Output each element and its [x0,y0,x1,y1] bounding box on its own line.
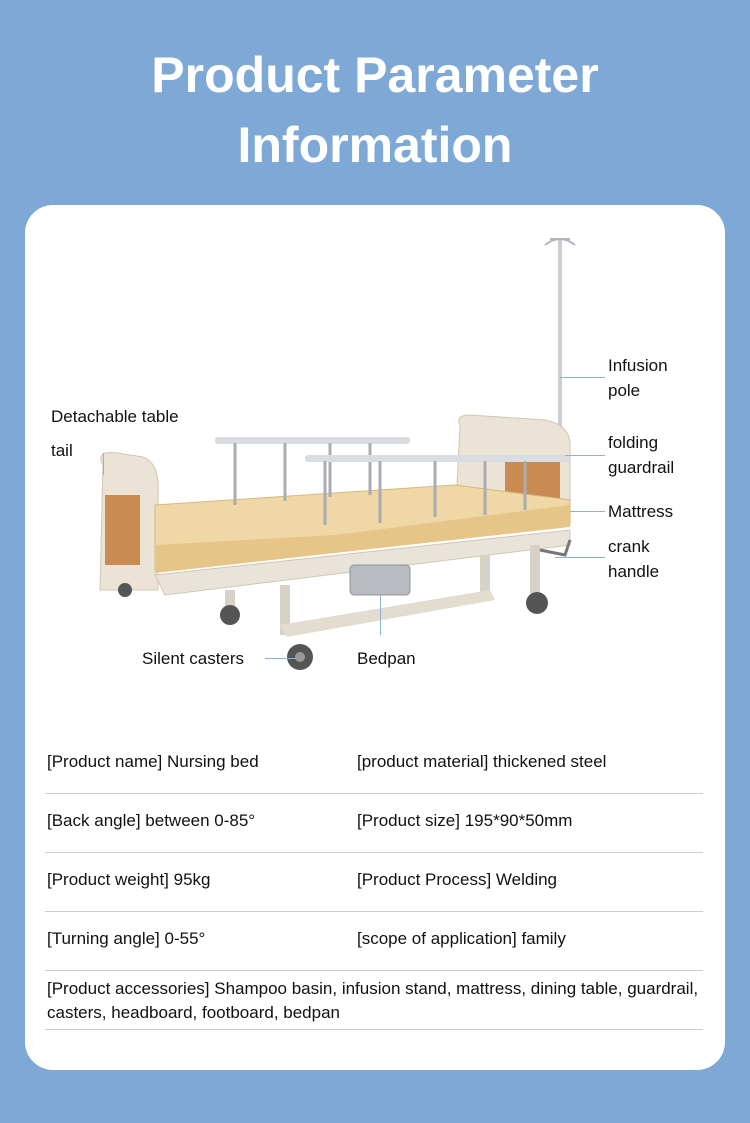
spec-cell: [Product weight] 95kg [47,870,211,889]
page-title: Product Parameter Information [0,40,750,180]
spec-cell: [product material] thickened steel [357,752,607,771]
label-crank-1: crank [608,537,650,556]
spec-cell: [Product name] Nursing bed [47,752,259,771]
label-detachable: Detachable table [51,407,179,426]
spec-table: [Product name] Nursing bed [product mate… [45,735,703,1030]
nursing-bed-illustration [99,238,576,670]
leader-folding [565,455,605,456]
spec-cell: [Turning angle] 0-55° [47,929,206,948]
label-folding-1: folding [608,433,659,452]
label-casters: Silent casters [142,649,245,668]
spec-row: [Turning angle] 0-55° [scope of applicat… [45,912,703,971]
spec-row: [Back angle] between 0-85° [Product size… [45,794,703,853]
spec-cell: [Back angle] between 0-85° [47,811,256,830]
spec-cell: [Product size] 195*90*50mm [357,811,573,830]
spec-row: [Product weight] 95kg [Product Process] … [45,853,703,912]
title-line-2: Information [237,117,513,173]
label-crank-2: handle [608,562,660,581]
leader-bedpan [380,595,381,635]
spec-row: [Product name] Nursing bed [product mate… [45,735,703,794]
spec-row-accessories: [Product accessories] Shampoo basin, inf… [45,971,703,1030]
spec-cell: [Product Process] Welding [357,870,557,889]
label-folding-2: guardrail [608,458,675,477]
label-mattress: Mattress [608,502,674,521]
leader-infusion [560,377,605,378]
leader-mattress [570,511,605,512]
label-infusion-1: Infusion [608,356,668,375]
label-infusion-2: pole [608,381,641,400]
title-line-1: Product Parameter [151,47,599,103]
leader-detachable [103,453,104,475]
leader-crank [555,557,605,558]
info-card: Detachable table tail Infusion pole fold… [25,205,725,1070]
leader-casters [265,658,297,659]
label-tail: tail [51,441,73,460]
spec-accessories: [Product accessories] Shampoo basin, inf… [47,979,699,1022]
label-bedpan: Bedpan [357,649,416,668]
bed-figure: Detachable table tail Infusion pole fold… [25,205,725,705]
spec-cell: [scope of application] family [357,929,566,948]
